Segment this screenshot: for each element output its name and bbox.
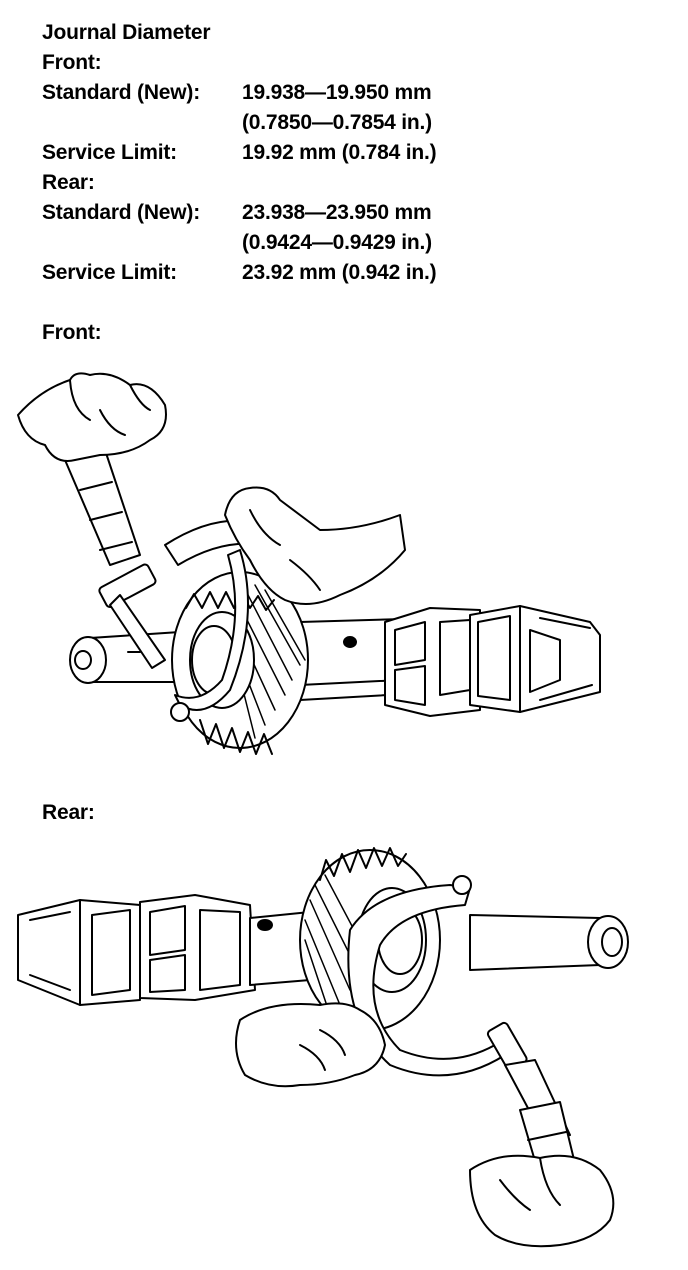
rear-limit-label: Service Limit: xyxy=(42,261,177,284)
rear-heading: Rear: xyxy=(42,171,95,194)
front-caliper xyxy=(65,450,300,721)
rear-standard-in: (0.9424—0.9429 in.) xyxy=(242,231,432,254)
rear-hand-bottom xyxy=(470,1156,613,1247)
rear-hand-center xyxy=(236,1003,385,1086)
front-hand-left xyxy=(18,373,166,461)
rear-illustration xyxy=(0,840,688,1260)
rear-figure-caption: Rear: xyxy=(42,801,95,824)
front-standard-in: (0.7850—0.7854 in.) xyxy=(242,111,432,134)
front-standard-label: Standard (New): xyxy=(42,81,201,104)
rear-clutch-hub-1 xyxy=(18,900,140,1005)
front-clutch-hub-1 xyxy=(385,608,480,716)
front-clutch-hub-2 xyxy=(470,606,600,712)
rear-limit-value: 23.92 mm (0.942 in.) xyxy=(242,261,437,284)
rear-shaft xyxy=(250,912,628,985)
front-illustration xyxy=(0,360,688,770)
front-heading: Front: xyxy=(42,51,102,74)
rear-standard-label: Standard (New): xyxy=(42,201,201,224)
rear-clutch-hub-2 xyxy=(140,895,255,1000)
front-figure-caption: Front: xyxy=(42,321,102,344)
spec-title: Journal Diameter xyxy=(42,21,211,44)
front-limit-label: Service Limit: xyxy=(42,141,177,164)
front-limit-value: 19.92 mm (0.784 in.) xyxy=(242,141,437,164)
front-hand-right xyxy=(225,488,405,605)
rear-standard-mm: 23.938—23.950 mm xyxy=(242,201,432,224)
front-standard-mm: 19.938—19.950 mm xyxy=(242,81,432,104)
